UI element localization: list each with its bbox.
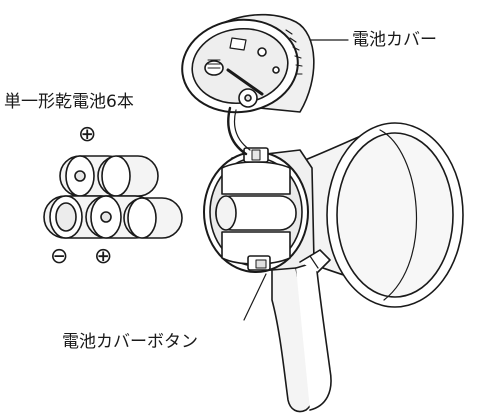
plus-symbol-top: ⊕ <box>78 122 97 147</box>
label-cover-button: 電池カバーボタン <box>62 332 198 352</box>
label-batteries: 単一形乾電池6本 <box>4 92 134 112</box>
battery-top-right <box>97 155 159 197</box>
minus-symbol: ⊖ <box>50 244 69 269</box>
plus-symbol-bottom: ⊕ <box>94 244 113 269</box>
leader-cover-button <box>243 273 267 321</box>
label-battery-cover: 電池カバー <box>352 30 437 50</box>
megaphone-horn <box>299 122 464 308</box>
battery-cover-lid <box>181 13 315 156</box>
loose-batteries <box>43 155 183 239</box>
batteries-inside <box>215 161 297 265</box>
megaphone-body <box>203 147 315 273</box>
leader-lines <box>243 39 349 321</box>
megaphone-handle <box>271 249 332 413</box>
battery-bottom-right <box>123 197 183 239</box>
